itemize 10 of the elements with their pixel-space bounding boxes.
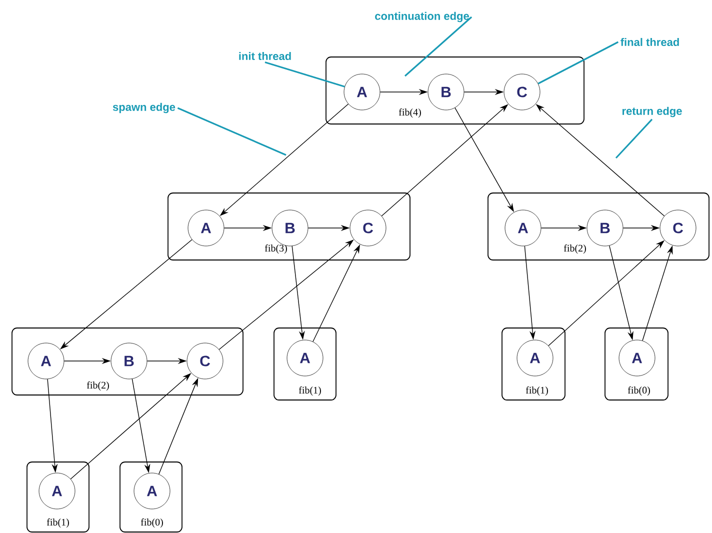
- callout-label: spawn edge: [112, 102, 176, 114]
- callout-label: continuation edge: [375, 12, 469, 22]
- leader-line: [404, 16, 472, 77]
- callout-label: init thread: [239, 52, 291, 60]
- leader-line: [538, 41, 619, 84]
- leader-line: [264, 61, 345, 88]
- callout-label: return edge: [622, 106, 682, 118]
- leader-line: [177, 107, 286, 156]
- leader-line: [615, 118, 653, 159]
- callout-label: final thread: [620, 38, 679, 46]
